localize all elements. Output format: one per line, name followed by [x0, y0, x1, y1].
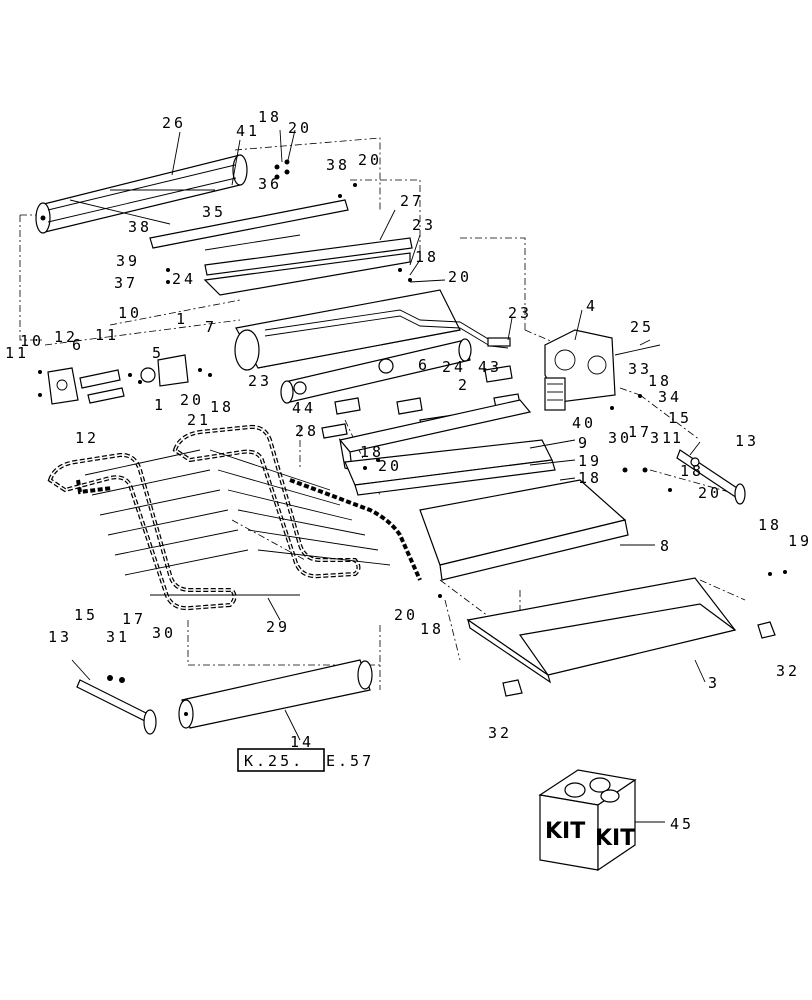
callout-1: 1 — [672, 429, 684, 447]
kit-left-label: KIT — [545, 819, 585, 844]
callout-26: 26 — [162, 114, 186, 132]
callout-13: 13 — [735, 432, 759, 450]
callout-36: 36 — [258, 175, 282, 193]
callout-23: 23 — [412, 216, 436, 234]
callout-25: 25 — [630, 318, 654, 336]
callout-6: 6 — [418, 356, 430, 374]
callout-2: 2 — [458, 376, 470, 394]
callout-41: 41 — [236, 122, 260, 140]
callout-10: 10 — [118, 304, 142, 322]
callout-37: 37 — [114, 274, 138, 292]
callout-1: 1 — [176, 310, 188, 328]
callout-40: 40 — [572, 414, 596, 432]
callout-44: 44 — [292, 399, 316, 417]
callout-18: 18 — [210, 398, 234, 416]
callout-19: 19 — [788, 532, 812, 550]
callout-14: 14 — [290, 733, 314, 751]
callout-32: 32 — [488, 724, 512, 742]
reference-suffix: E.57 — [326, 752, 374, 770]
main-housing — [234, 289, 511, 371]
left-bearing-assembly — [47, 354, 189, 405]
callout-7: 7 — [205, 318, 217, 336]
callout-29: 29 — [266, 618, 290, 636]
rollers-and-shafts — [76, 449, 746, 735]
callout-10: 10 — [20, 332, 44, 350]
beater-rotor — [35, 154, 248, 234]
callout-43: 43 — [478, 358, 502, 376]
callout-30: 30 — [608, 429, 632, 447]
callout-31: 31 — [106, 628, 130, 646]
callout-18: 18 — [360, 443, 384, 461]
callout-27: 27 — [400, 192, 424, 210]
leader-lines — [71, 129, 706, 823]
callout-31: 31 — [650, 429, 674, 447]
reference-tag: K.25. E.57 — [237, 748, 374, 772]
rasp-bar-strips — [149, 199, 413, 296]
callout-45: 45 — [670, 815, 694, 833]
construction-lines — [19, 137, 746, 690]
callout-15: 15 — [74, 606, 98, 624]
callout-5: 5 — [152, 344, 164, 362]
callout-20: 20 — [698, 484, 722, 502]
callout-12: 12 — [75, 429, 99, 447]
callout-8: 8 — [660, 537, 672, 555]
callout-24: 24 — [172, 270, 196, 288]
callout-28: 28 — [295, 422, 319, 440]
callout-11: 11 — [95, 326, 119, 344]
callout-19: 19 — [578, 452, 602, 470]
fasteners — [38, 159, 787, 697]
callout-23: 23 — [248, 372, 272, 390]
callout-38: 38 — [326, 156, 350, 174]
callout-21: 21 — [187, 411, 211, 429]
callout-30: 30 — [152, 624, 176, 642]
callout-20: 20 — [180, 391, 204, 409]
callout-17: 17 — [122, 610, 146, 628]
callout-23: 23 — [508, 304, 532, 322]
callout-9: 9 — [578, 434, 590, 452]
callout-18: 18 — [420, 620, 444, 638]
callout-18: 18 — [578, 469, 602, 487]
callout-18: 18 — [648, 372, 672, 390]
callout-13: 13 — [48, 628, 72, 646]
callout-3: 3 — [708, 674, 720, 692]
kit-box-icon: KIT KIT — [538, 769, 637, 872]
callout-20: 20 — [448, 268, 472, 286]
callout-20: 20 — [394, 606, 418, 624]
reference-boxed: K.25. — [244, 752, 304, 770]
callout-35: 35 — [202, 203, 226, 221]
callout-18: 18 — [680, 462, 704, 480]
callout-15: 15 — [668, 409, 692, 427]
slat-conveyor-chains — [47, 424, 422, 611]
kit-right-label: KIT — [595, 826, 635, 851]
callout-11: 11 — [5, 344, 29, 362]
callout-20: 20 — [378, 457, 402, 475]
callout-24: 24 — [442, 358, 466, 376]
callout-38: 38 — [128, 218, 152, 236]
callout-17: 17 — [628, 423, 652, 441]
callout-39: 39 — [116, 252, 140, 270]
callout-33: 33 — [628, 360, 652, 378]
callout-labels: 26 41 18 20 38 20 36 27 35 38 23 18 39 2… — [5, 108, 812, 833]
callout-18: 18 — [415, 248, 439, 266]
callout-4: 4 — [586, 297, 598, 315]
callout-12: 12 — [54, 328, 78, 346]
callout-32: 32 — [776, 662, 800, 680]
callout-1: 1 — [154, 396, 166, 414]
callout-18: 18 — [258, 108, 282, 126]
callout-34: 34 — [658, 388, 682, 406]
callout-20: 20 — [288, 119, 312, 137]
callout-6: 6 — [72, 336, 84, 354]
callout-20: 20 — [358, 151, 382, 169]
channels-and-pans — [338, 399, 737, 684]
callout-18: 18 — [758, 516, 782, 534]
tube-shaft — [280, 338, 472, 404]
